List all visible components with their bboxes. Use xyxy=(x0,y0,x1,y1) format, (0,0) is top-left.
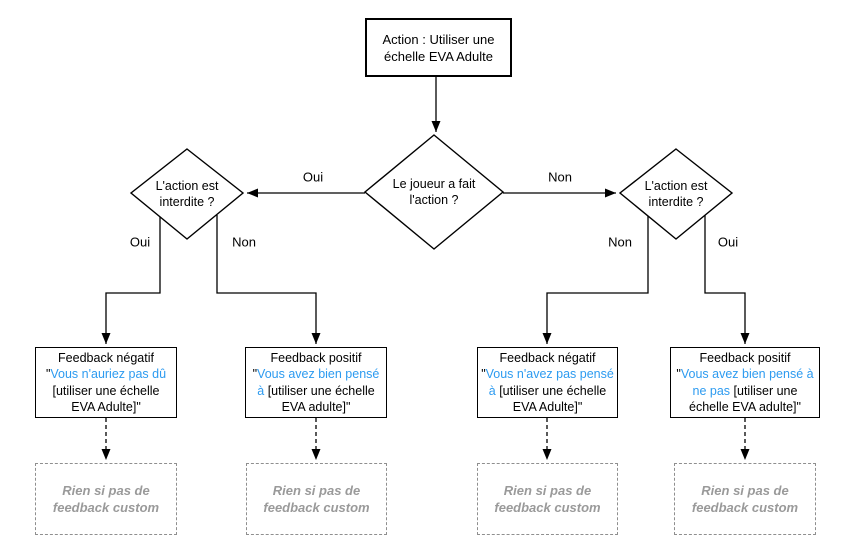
decision-left-shape xyxy=(129,148,245,240)
feedback-rest: [utiliser une échelle EVA Adulte]" xyxy=(52,383,160,415)
edge-label-oui-right: Oui xyxy=(715,234,741,250)
decision-right-shape xyxy=(618,148,734,240)
custom-feedback-node-4: Rien si pas de feedback custom xyxy=(674,463,816,535)
feedback-highlight: Vous avez bien pensé à xyxy=(257,367,380,398)
edge-left-oui-to-feedback1 xyxy=(101,217,161,344)
edge-label-oui-left: Oui xyxy=(127,234,153,250)
feedback-positif-node-2: Feedback positif "Vous avez bien pensé à… xyxy=(245,347,387,418)
feedback-negatif-node-1: Feedback négatif "Vous n'auriez pas dû [… xyxy=(35,347,177,418)
feedback-highlight: Vous n'avez pas pensé à xyxy=(485,367,614,398)
custom-feedback-label: Rien si pas de feedback custom xyxy=(52,483,160,515)
edge-label-non-left: Non xyxy=(230,234,258,250)
edge-right-oui-to-feedback4 xyxy=(704,215,750,344)
edge-label-non-main-right: Non xyxy=(546,169,574,185)
edge-label-oui-main-left: Oui xyxy=(300,169,326,185)
feedback-rest: [utiliser une échelle EVA adulte]" xyxy=(689,383,801,415)
custom-feedback-label: Rien si pas de feedback custom xyxy=(494,483,601,515)
feedback-negatif-node-3: Feedback négatif "Vous n'avez pas pensé … xyxy=(477,347,618,418)
feedback-quote: "Vous avez bien pensé à ne pas [utiliser… xyxy=(676,367,814,415)
feedback-highlight: Vous avez bien pensé à ne pas xyxy=(680,367,814,398)
feedback-title: Feedback négatif xyxy=(499,350,596,365)
feedback-quote: "Vous n'avez pas pensé à [utiliser une é… xyxy=(481,367,614,415)
feedback-title: Feedback positif xyxy=(699,350,791,365)
feedback-rest: [utiliser une échelle EVA adulte]" xyxy=(267,383,375,415)
feedback-positif-node-4: Feedback positif "Vous avez bien pensé à… xyxy=(670,347,820,418)
custom-feedback-node-3: Rien si pas de feedback custom xyxy=(477,463,618,535)
feedback-quote: "Vous avez bien pensé à [utiliser une éc… xyxy=(252,367,380,415)
feedback-rest: [utiliser une échelle EVA Adulte]" xyxy=(499,383,607,415)
custom-feedback-node-2: Rien si pas de feedback custom xyxy=(246,463,387,535)
feedback-title: Feedback négatif xyxy=(58,350,154,365)
decision-main-shape xyxy=(363,134,505,250)
custom-feedback-label: Rien si pas de feedback custom xyxy=(691,483,799,515)
action-node: Action : Utiliser une échelle EVA Adulte xyxy=(365,18,512,77)
edge-label-non-right: Non xyxy=(606,234,634,250)
edge-right-non-to-feedback3 xyxy=(542,216,649,344)
edge-left-non-to-feedback2 xyxy=(216,215,321,344)
custom-feedback-label: Rien si pas de feedback custom xyxy=(263,483,370,515)
feedback-quote: "Vous n'auriez pas dû [utiliser une éche… xyxy=(45,367,167,415)
custom-feedback-node-1: Rien si pas de feedback custom xyxy=(35,463,177,535)
action-label: Action : Utiliser une échelle EVA Adulte xyxy=(382,31,495,64)
feedback-highlight: Vous n'auriez pas dû xyxy=(50,367,167,381)
feedback-title: Feedback positif xyxy=(270,350,362,365)
